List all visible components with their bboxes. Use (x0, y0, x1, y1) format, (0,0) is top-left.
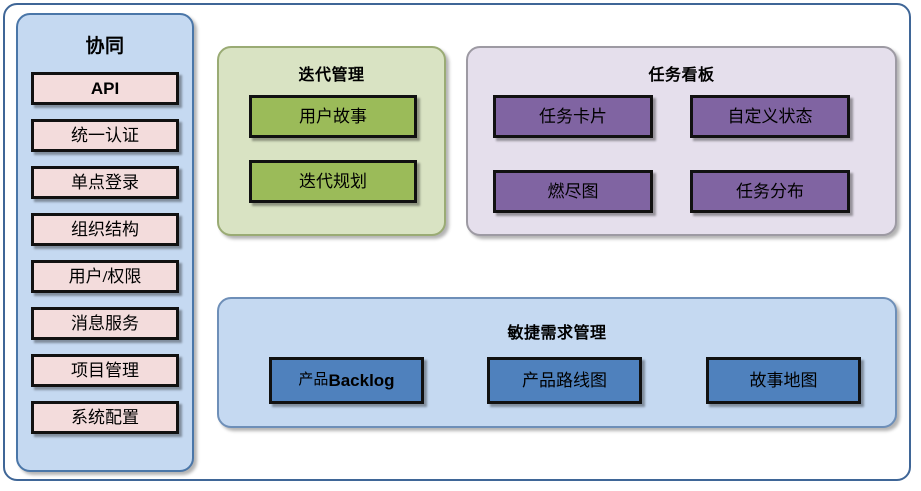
collab-item-user-permission[interactable]: 用户/权限 (31, 260, 179, 293)
panel-iteration-management[interactable]: 迭代管理 用户故事 迭代规划 (217, 46, 446, 236)
iteration-item-user-story[interactable]: 用户故事 (249, 95, 417, 138)
panel-task-board-title: 任务看板 (648, 67, 715, 84)
panel-agile-requirements-title: 敏捷需求管理 (507, 325, 607, 342)
taskboard-item-burndown-chart[interactable]: 燃尽图 (493, 170, 653, 213)
collab-item-org-structure[interactable]: 组织结构 (31, 213, 179, 246)
panel-iteration-title: 迭代管理 (298, 67, 365, 84)
agile-item-story-map[interactable]: 故事地图 (706, 357, 861, 404)
collab-item-message-service[interactable]: 消息服务 (31, 307, 179, 340)
collab-item-sso[interactable]: 单点登录 (31, 166, 179, 199)
taskboard-item-task-distribution[interactable]: 任务分布 (690, 170, 850, 213)
collab-item-api[interactable]: API (31, 72, 179, 105)
panel-collaboration[interactable]: 协同 API 统一认证 单点登录 组织结构 用户/权限 消息服务 项目管理 系统… (16, 13, 194, 472)
collab-item-unified-auth[interactable]: 统一认证 (31, 119, 179, 152)
collab-item-project-management[interactable]: 项目管理 (31, 354, 179, 387)
panel-collaboration-title: 协同 (85, 36, 125, 57)
agile-item-product-roadmap[interactable]: 产品路线图 (487, 357, 642, 404)
taskboard-item-task-card[interactable]: 任务卡片 (493, 95, 653, 138)
panel-task-board[interactable]: 任务看板 任务卡片 自定义状态 燃尽图 任务分布 (466, 46, 897, 236)
collab-item-system-config[interactable]: 系统配置 (31, 401, 179, 434)
iteration-item-iteration-planning[interactable]: 迭代规划 (249, 160, 417, 203)
taskboard-item-custom-status[interactable]: 自定义状态 (690, 95, 850, 138)
